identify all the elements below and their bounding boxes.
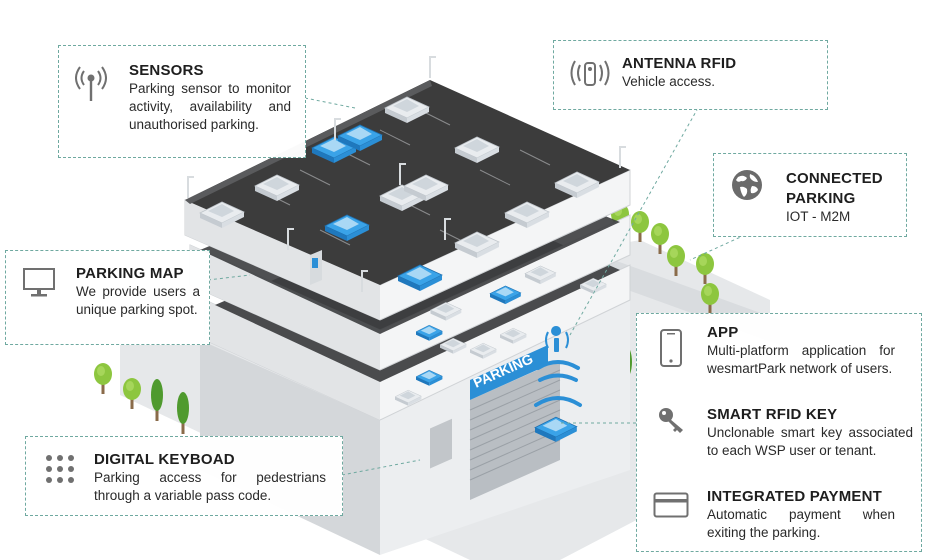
roof-deck: [185, 80, 630, 285]
digital-keyboard-title: DIGITAL KEYBOAD: [94, 451, 235, 468]
connector-sensors: [304, 97, 356, 109]
sensors-title: SENSORS: [129, 62, 204, 79]
sensors-desc: Parking sensor to monitor activity, avai…: [129, 81, 291, 132]
keypad-icon: [46, 455, 74, 483]
smart-rfid-key-title: SMART RFID KEY: [707, 406, 838, 423]
antenna-rfid-desc: Vehicle access.: [622, 74, 716, 89]
integrated-payment-title: INTEGRATED PAYMENT: [707, 488, 883, 505]
connector-keyboard: [341, 459, 421, 476]
antenna-rfid-icon: [570, 60, 610, 86]
connector-map: [207, 274, 251, 281]
parking-map-title: PARKING MAP: [76, 265, 184, 282]
key-icon: [659, 408, 683, 433]
monitor-icon: [23, 268, 55, 297]
connected-parking-title-1: CONNECTED: [786, 170, 883, 187]
digital-keyboard-desc: Parking access for pedestrians through a…: [94, 470, 326, 503]
services-card: APP Multi-platform application for wesma…: [636, 313, 922, 552]
connector-connected: [689, 234, 746, 261]
credit-card-icon: [653, 492, 689, 518]
sensor-icon: [75, 66, 107, 101]
parking-map-desc: We provide users a unique parking spot.: [76, 284, 200, 317]
integrated-payment-desc: Automatic payment when exiting the parki…: [707, 507, 895, 540]
antenna-rfid-title: ANTENNA RFID: [622, 55, 737, 72]
app-title: APP: [707, 324, 739, 341]
connected-parking-desc: IOT - M2M: [786, 209, 851, 224]
connected-parking-title-2: PARKING: [786, 190, 856, 207]
connector-antenna: [569, 107, 699, 336]
smart-rfid-key-desc: Unclonable smart key associated to each …: [707, 425, 913, 458]
connected-parking-card: CONNECTED PARKING IOT - M2M: [713, 153, 907, 237]
parking-sign-board: [470, 345, 548, 400]
globe-icon: [732, 170, 762, 200]
sensors-card: SENSORS Parking sensor to monitor activi…: [58, 45, 306, 158]
app-desc: Multi-platform application for wesmartPa…: [707, 343, 895, 376]
antenna-rfid-card: ANTENNA RFID Vehicle access.: [553, 40, 828, 110]
digital-keyboard-card: DIGITAL KEYBOAD Parking access for pedes…: [25, 436, 343, 516]
parking-map-card: PARKING MAP We provide users a unique pa…: [5, 250, 210, 345]
smartphone-icon: [660, 329, 682, 367]
